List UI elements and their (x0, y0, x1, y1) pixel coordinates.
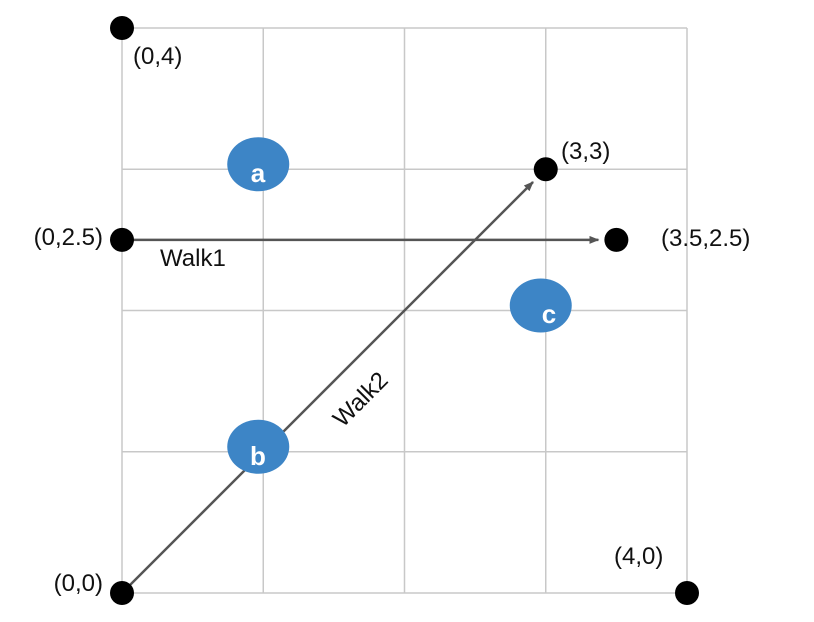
grid-lines (121, 27, 688, 594)
cell-marker-a (227, 137, 290, 192)
cell-markers (227, 137, 572, 474)
point-label-4-0: (4,0) (614, 543, 663, 570)
point-label-0-4: (0,4) (133, 43, 182, 70)
cell-marker-b (227, 419, 290, 474)
walks (121, 181, 600, 594)
point-0-4 (110, 16, 134, 40)
cell-label-b: b (250, 441, 266, 471)
point-0-0 (110, 581, 134, 605)
cell-marker-c (509, 278, 572, 333)
point-label-3-5-2-5: (3.5,2.5) (661, 225, 750, 252)
point-label-0-2-5: (0,2.5) (34, 224, 103, 251)
cell-label-c: c (542, 299, 556, 329)
cell-label-a: a (251, 158, 266, 188)
point-0-2-5 (110, 227, 134, 252)
walk1-label: Walk1 (160, 245, 226, 272)
point-label-0-0: (0,0) (54, 570, 103, 597)
points (110, 16, 699, 605)
point-3-3 (533, 157, 558, 182)
point-4-0 (675, 581, 699, 605)
walk2-arrow (121, 181, 534, 594)
point-3-5-2-5 (604, 227, 629, 252)
point-label-3-3: (3,3) (561, 138, 610, 165)
